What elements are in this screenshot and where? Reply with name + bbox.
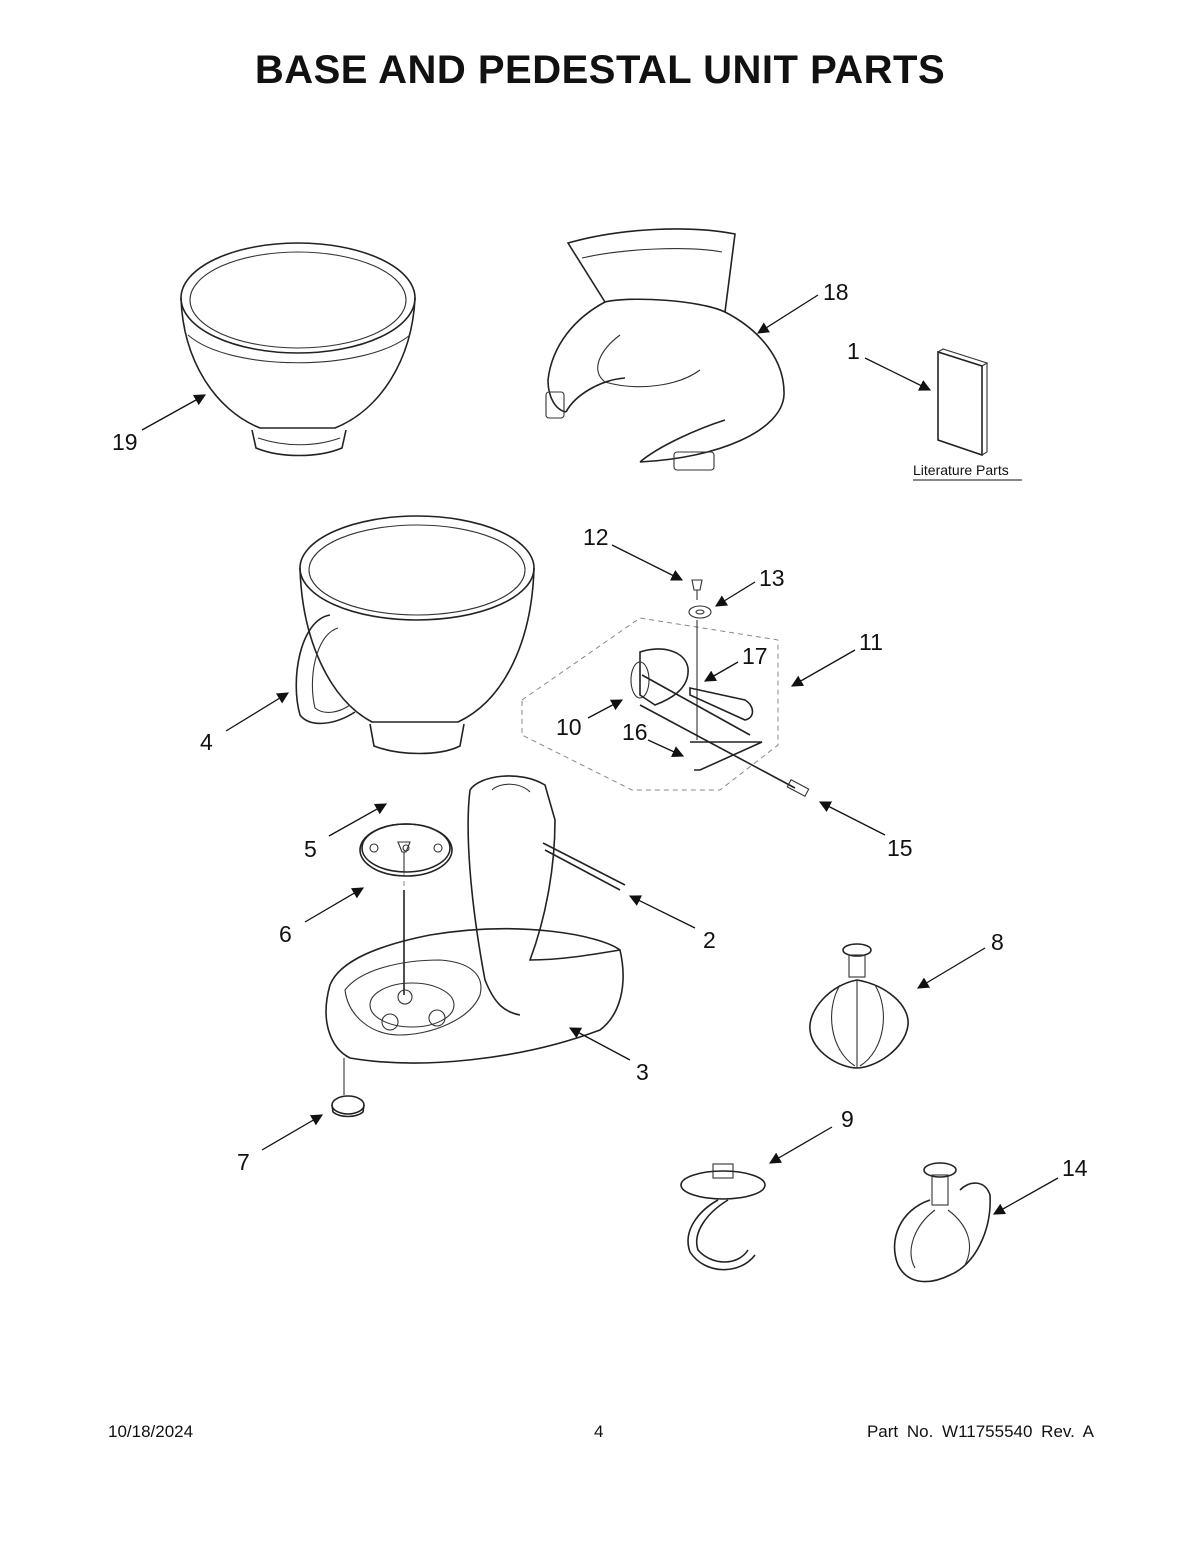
- callout-4: 4: [200, 729, 213, 755]
- foot-part-7: [331, 1095, 365, 1118]
- callout-12: 12: [583, 524, 609, 550]
- callout-17: 17: [742, 643, 768, 669]
- callout-10: 10: [556, 714, 582, 740]
- literature-booklet-part-1: [937, 348, 989, 457]
- flex-beater-part-14: [893, 1162, 991, 1283]
- leader-lines: [141, 294, 1059, 1215]
- footer-part-number: Part No. W11755540 Rev. A: [866, 1422, 1094, 1441]
- callout-15: 15: [887, 835, 913, 861]
- callout-9: 9: [841, 1106, 854, 1132]
- callout-7: 7: [237, 1149, 250, 1175]
- page-title: BASE AND PEDESTAL UNIT PARTS: [254, 48, 946, 92]
- literature-parts-label: Literature Parts: [913, 462, 1009, 478]
- callout-2: 2: [703, 927, 716, 953]
- pedestal-base-part-3: [325, 775, 626, 1095]
- callout-13: 13: [759, 565, 785, 591]
- ring-plate-part-6: [359, 823, 453, 995]
- callout-8: 8: [991, 929, 1004, 955]
- callout-6: 6: [279, 921, 292, 947]
- callout-19: 19: [112, 429, 138, 455]
- dough-hook-part-9: [680, 1163, 766, 1271]
- callout-1: 1: [847, 338, 860, 364]
- callout-11: 11: [859, 629, 883, 655]
- bowl-part-19: [180, 242, 416, 457]
- footer-page-number: 4: [594, 1422, 604, 1441]
- hinge-assembly-group: [521, 579, 810, 797]
- pouring-shield-part-18: [545, 228, 785, 471]
- callout-5: 5: [304, 836, 317, 862]
- wire-whip-part-8: [809, 943, 909, 1069]
- callout-3: 3: [636, 1059, 649, 1085]
- callout-18: 18: [823, 279, 849, 305]
- footer-date: 10/18/2024: [108, 1422, 194, 1441]
- callout-14: 14: [1062, 1155, 1088, 1181]
- bowl-with-handle-part-4: [295, 515, 535, 755]
- callout-16: 16: [622, 719, 648, 745]
